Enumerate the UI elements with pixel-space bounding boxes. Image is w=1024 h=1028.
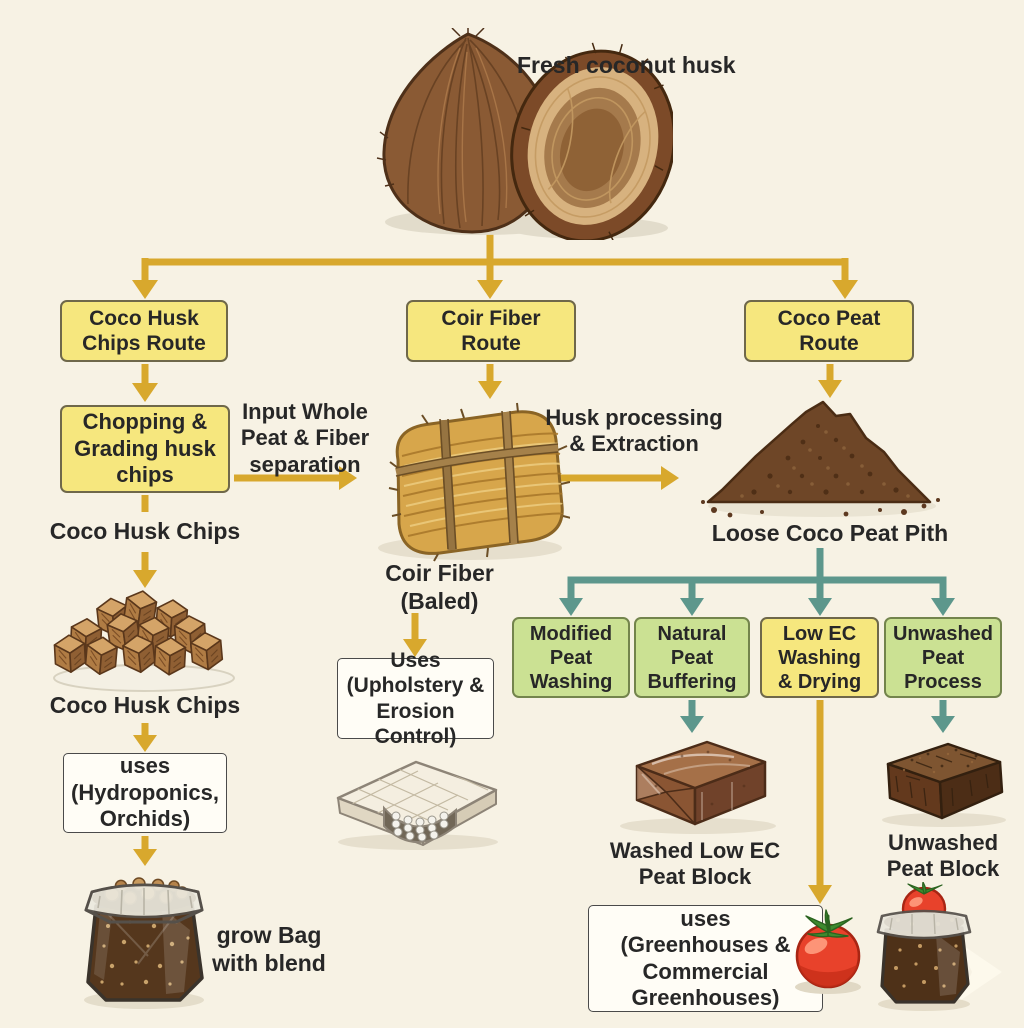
husk-chips-pile-illustration [53, 588, 235, 692]
tomato-illustration [795, 909, 861, 994]
process-box-natural-peat-buffering: Natural Peat Buffering [634, 617, 750, 698]
product-label-coir-fiber-baled: Coir Fiber (Baled) [385, 560, 494, 614]
uses-box-upholstery-erosion: Uses (Upholstery & Erosion Control) [337, 649, 494, 748]
coir-fiber-bale-illustration [378, 402, 570, 562]
output-label-grow-bag: grow Bag with blend [212, 922, 326, 976]
product-label-unwashed-peat-block: Unwashed Peat Block [886, 830, 1000, 882]
unwashed-peat-block-illustration [882, 742, 1006, 827]
diagram-title: Fresh coconut husk [517, 52, 736, 78]
grow-bag-illustration [84, 877, 204, 1009]
process-box-modified-peat-washing: Modified Peat Washing [512, 617, 630, 698]
tomato-grow-bag-illustration [876, 882, 972, 1011]
uses-box-hydroponics-orchids: uses (Hydroponics, Orchids) [63, 753, 227, 833]
process-box-chopping-grading: Chopping & Grading husk chips [60, 405, 230, 493]
route-box-coco-peat: Coco Peat Route [744, 300, 914, 362]
note-input-whole-peat-fiber: Input Whole Peat & Fiber separation [240, 399, 370, 477]
product-label-coco-husk-chips: Coco Husk Chips [49, 692, 241, 718]
note-husk-processing-extraction: Husk processing & Extraction [545, 405, 723, 457]
secondary-arrowheads [559, 598, 955, 733]
secondary-connectors [567, 548, 947, 717]
stage-label-coco-husk-chips: Coco Husk Chips [49, 518, 241, 544]
process-box-unwashed-peat-process: Unwashed Peat Process [884, 617, 1002, 698]
process-box-low-ec-washing-drying: Low EC Washing & Drying [760, 617, 879, 698]
uses-box-greenhouses: uses (Greenhouses & Commercial Greenhous… [588, 905, 823, 1012]
fresh-coconut-husk-illustration [376, 28, 673, 240]
mattress-illustration [336, 760, 498, 850]
product-label-washed-low-ec-peat-block: Washed Low EC Peat Block [609, 838, 781, 890]
coco-peat-pile-illustration [701, 400, 940, 518]
route-box-coco-husk-chips: Coco Husk Chips Route [60, 300, 228, 362]
primary-arrowheads [132, 280, 858, 904]
washed-peat-block-illustration [620, 740, 776, 834]
watermark-chevron [958, 942, 1002, 1002]
primary-connectors [141, 231, 849, 887]
product-label-loose-coco-peat-pith: Loose Coco Peat Pith [711, 520, 949, 546]
route-box-coir-fiber: Coir Fiber Route [406, 300, 576, 362]
